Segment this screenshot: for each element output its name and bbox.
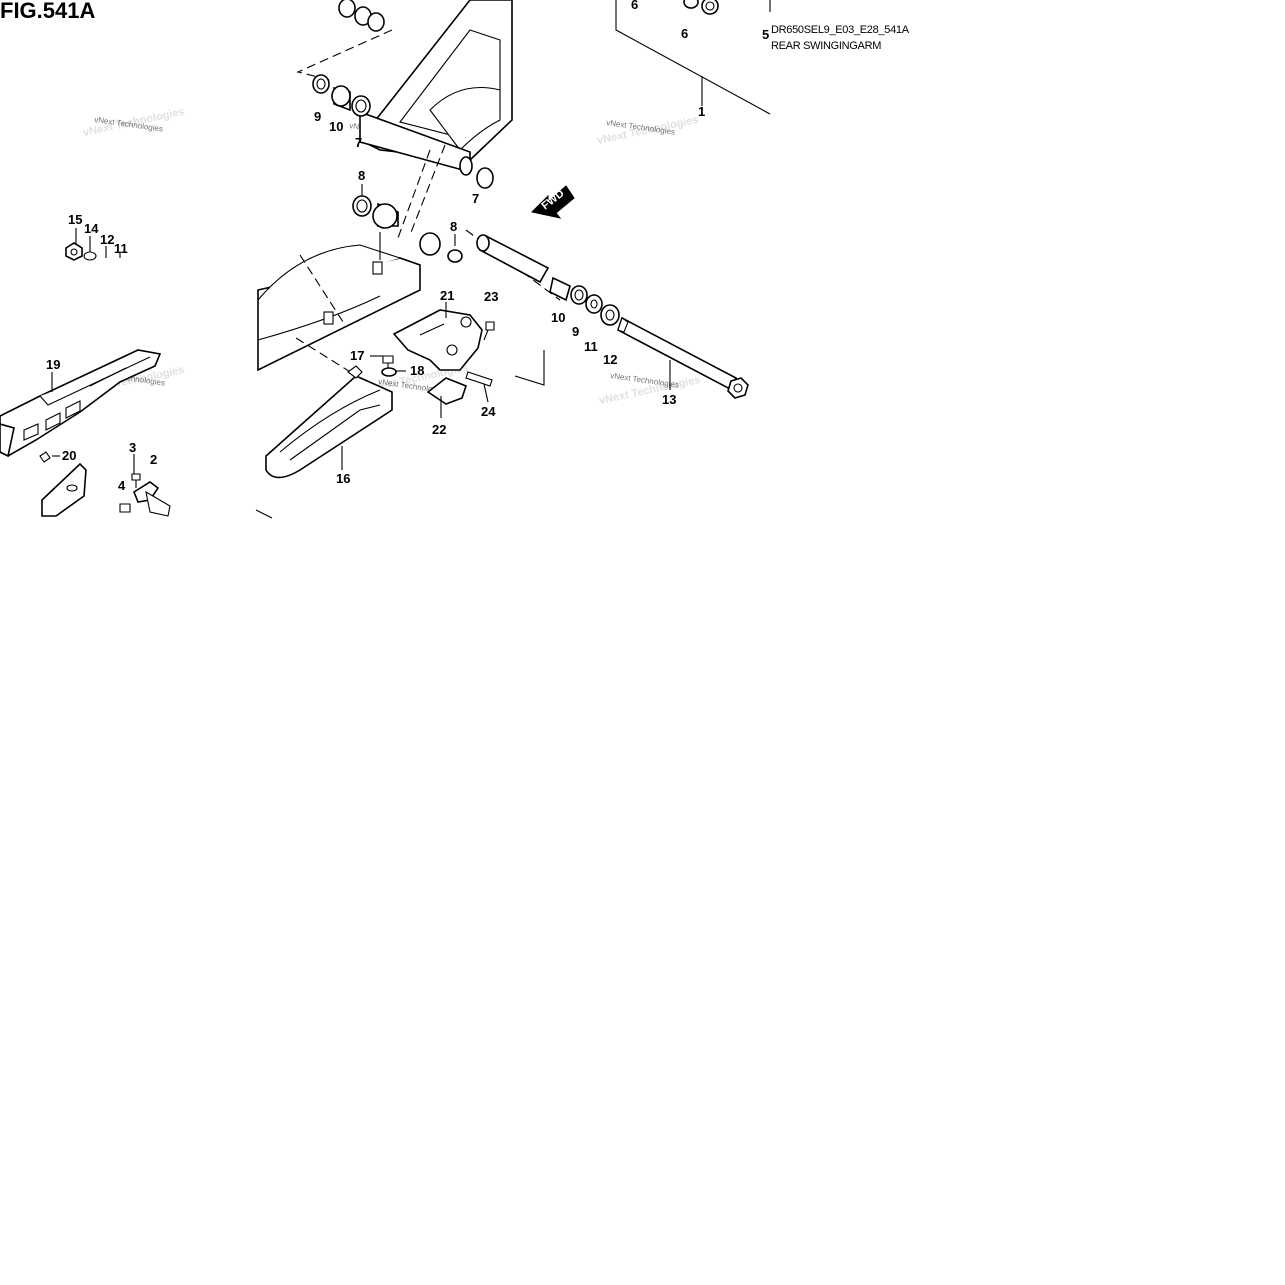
callout-19: 19 bbox=[46, 357, 60, 372]
bushing-set-upper-left bbox=[312, 0, 385, 117]
callout-11: 11 bbox=[584, 339, 598, 354]
callout-9: 9 bbox=[314, 109, 321, 124]
callout-17: 17 bbox=[350, 348, 364, 363]
callout-22: 22 bbox=[432, 422, 446, 437]
callout-21: 21 bbox=[440, 288, 454, 303]
callout-8: 8 bbox=[450, 219, 457, 234]
callout-15: 15 bbox=[68, 212, 82, 227]
callout-numbers: 6 6 5 1 9 10 7 7 8 8 15 14 12 11 21 23 1… bbox=[46, 0, 769, 493]
figure-code: DR650SEL9_E03_E28_541A bbox=[771, 24, 910, 36]
callout-20: 20 bbox=[62, 448, 76, 463]
callout-2: 2 bbox=[150, 452, 157, 467]
callout-9: 9 bbox=[572, 324, 579, 339]
part-22-guard bbox=[426, 377, 467, 405]
callout-10: 10 bbox=[329, 119, 343, 134]
part-19-chain-guard bbox=[0, 349, 162, 458]
callout-10: 10 bbox=[551, 310, 565, 325]
bushing-set-middle bbox=[352, 167, 494, 263]
callout-6: 6 bbox=[681, 26, 688, 41]
callout-3: 3 bbox=[129, 440, 136, 455]
callout-leaders bbox=[51, 104, 703, 474]
callout-14: 14 bbox=[84, 221, 99, 236]
part-1-swingarm-bracket bbox=[615, 0, 771, 115]
callout-16: 16 bbox=[336, 471, 350, 486]
callout-18: 18 bbox=[410, 363, 424, 378]
washer-18 bbox=[381, 367, 397, 377]
callout-4: 4 bbox=[118, 478, 126, 493]
fwd-arrow-icon: FWD bbox=[530, 185, 575, 219]
figure-name: REAR SWINGINGARM bbox=[771, 40, 881, 52]
callout-12: 12 bbox=[100, 232, 114, 247]
swingarm-body bbox=[255, 0, 513, 519]
callout-5: 5 bbox=[762, 27, 769, 42]
part-21-bracket bbox=[392, 309, 483, 371]
figure-title: FIG.541A bbox=[0, 0, 95, 23]
callout-11: 11 bbox=[114, 241, 128, 256]
bolt-17 bbox=[382, 355, 394, 372]
callout-1: 1 bbox=[698, 104, 705, 119]
callout-23: 23 bbox=[484, 289, 498, 304]
part-16-chain-slider bbox=[265, 365, 393, 479]
pivot-spacers-right bbox=[476, 234, 749, 399]
callout-7: 7 bbox=[355, 135, 362, 150]
left-hardware-15-14-12-11 bbox=[65, 242, 121, 261]
callout-12: 12 bbox=[603, 352, 617, 367]
lower-left-hardware bbox=[39, 451, 171, 517]
callout-24: 24 bbox=[481, 404, 496, 419]
callout-8: 8 bbox=[358, 168, 365, 183]
bolt-23 bbox=[483, 321, 495, 341]
callout-6: 6 bbox=[631, 0, 638, 12]
bolt-24 bbox=[465, 371, 493, 387]
callout-7: 7 bbox=[472, 191, 479, 206]
callout-13: 13 bbox=[662, 392, 676, 407]
bushing-set-top-right bbox=[683, 0, 719, 15]
